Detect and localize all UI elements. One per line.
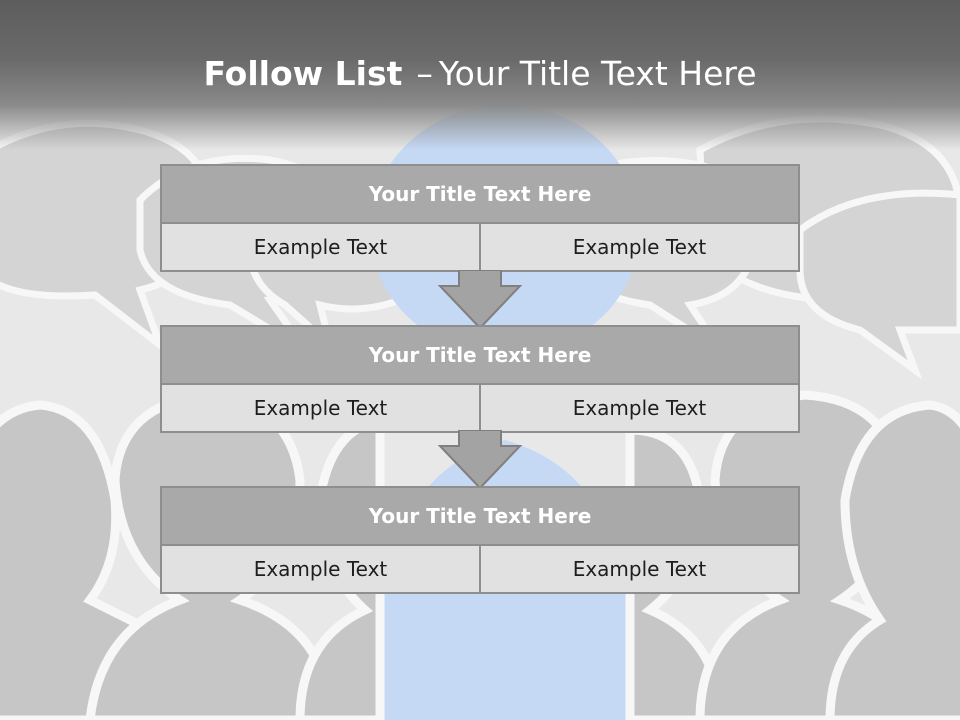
person-figure-far-right	[825, 400, 960, 720]
step-cell-left: Example Text	[162, 385, 479, 431]
slide-title-separator: –	[416, 54, 433, 93]
slide-title: Follow List–Your Title Text Here	[0, 52, 960, 96]
slide-title-bold: Follow List	[203, 54, 403, 93]
speech-bubble-right-2	[796, 189, 960, 380]
step-title: Your Title Text Here	[162, 488, 798, 546]
step-title: Your Title Text Here	[162, 327, 798, 385]
down-arrow-icon	[438, 270, 522, 330]
crowd-figures	[0, 390, 960, 720]
step-box-1: Your Title Text Here Example Text Exampl…	[160, 164, 800, 272]
step-cell-right: Example Text	[479, 224, 798, 270]
down-arrow-icon	[438, 430, 522, 490]
header-band	[0, 0, 960, 150]
step-cell-right: Example Text	[479, 546, 798, 592]
step-row: Example Text Example Text	[162, 546, 798, 592]
step-cell-right: Example Text	[479, 385, 798, 431]
slide-title-rest: Your Title Text Here	[438, 54, 757, 93]
step-row: Example Text Example Text	[162, 385, 798, 431]
step-box-3: Your Title Text Here Example Text Exampl…	[160, 486, 800, 594]
step-cell-left: Example Text	[162, 224, 479, 270]
step-row: Example Text Example Text	[162, 224, 798, 270]
step-box-2: Your Title Text Here Example Text Exampl…	[160, 325, 800, 433]
step-title: Your Title Text Here	[162, 166, 798, 224]
step-cell-left: Example Text	[162, 546, 479, 592]
